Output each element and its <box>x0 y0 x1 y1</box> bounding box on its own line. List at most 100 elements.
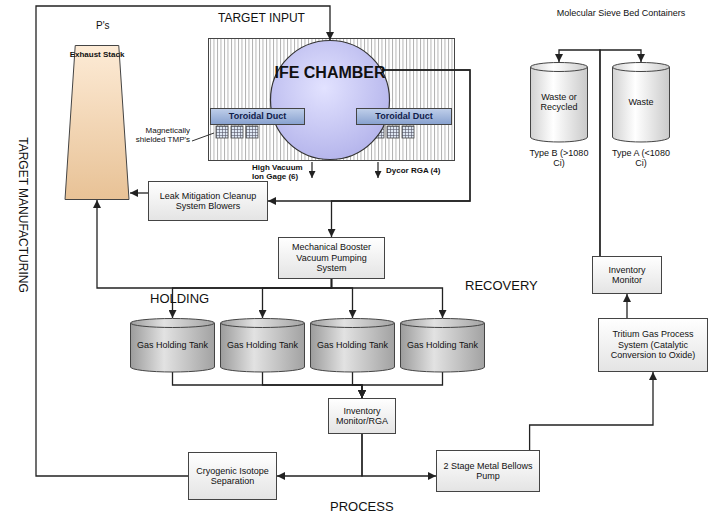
text-holder: IFE CHAMBER <box>273 64 387 82</box>
node-text: Gas Holding Tank <box>223 340 302 350</box>
process-box: 2 Stage Metal Bellows Pump <box>436 450 540 492</box>
box-outline <box>599 319 708 372</box>
text-holder: Inventory Monitor <box>595 265 659 286</box>
node-text: Mechanical Booster Vacuum Pumping System <box>281 242 382 273</box>
cylinder-body <box>311 323 395 372</box>
box-outline <box>211 109 305 125</box>
flow-connector <box>332 279 443 318</box>
process-box: Inventory Monitor/RGA <box>328 398 396 434</box>
section-label: HOLDING <box>150 292 209 307</box>
flow-label: TARGET INPUT <box>218 12 305 26</box>
cylinder-top <box>531 63 588 72</box>
text-holder: Inventory Monitor/RGA <box>331 406 393 427</box>
holding-tank: Gas Holding Tank <box>310 318 395 372</box>
text-holder: Toroidal Duct <box>213 111 302 121</box>
fragment-label: P's <box>96 20 110 32</box>
type-label: Type B (>1080 Ci) <box>527 148 591 169</box>
text-holder: Gas Holding Tank <box>313 340 392 350</box>
part-label: High Vacuum Ion Gage (6) <box>252 163 308 181</box>
flow-connector <box>362 372 443 398</box>
process-box: Cryogenic Isotope Separation <box>188 452 277 500</box>
process-box: Leak Mitigation Cleanup System Blowers <box>148 181 268 221</box>
cylinder-top <box>613 63 670 72</box>
flow-connector <box>263 372 363 398</box>
flow-connector <box>263 279 332 318</box>
node-text: Cryogenic Isotope Separation <box>191 466 274 487</box>
node-text: Toroidal Duct <box>359 111 449 121</box>
stack-outline <box>65 46 129 200</box>
sieve-bed-container: Waste <box>612 62 670 142</box>
node-text: Gas Holding Tank <box>403 340 482 350</box>
section-label: RECOVERY <box>465 279 538 294</box>
text-holder: Waste <box>615 97 667 107</box>
node-text: Inventory Monitor/RGA <box>331 406 393 427</box>
node-text: IFE CHAMBER <box>273 64 387 82</box>
cylinder-top <box>221 319 305 328</box>
text-holder: Gas Holding Tank <box>133 340 212 350</box>
cylinder-body <box>613 67 670 142</box>
node-text: Inventory Monitor <box>595 265 659 286</box>
leader-line <box>192 133 214 141</box>
process-box: Mechanical Booster Vacuum Pumping System <box>278 237 385 279</box>
cylinder-body <box>221 323 305 372</box>
cylinder-body <box>401 323 485 372</box>
text-holder: Exhaust Stack <box>67 50 127 59</box>
text-holder: 2 Stage Metal Bellows Pump <box>439 461 537 482</box>
cylinder-body <box>531 67 588 142</box>
section-label: PROCESS <box>330 500 394 515</box>
rga-arrow <box>377 162 378 178</box>
chamber-circle: IFE CHAMBER <box>270 40 390 160</box>
flow-connector <box>626 294 627 318</box>
flow-connector <box>173 372 363 398</box>
process-box: Tritium Gas Process System (Catalytic Co… <box>598 318 708 372</box>
text-holder: Cryogenic Isotope Separation <box>191 466 274 487</box>
holding-tank: Gas Holding Tank <box>400 318 485 372</box>
cylinder-top <box>131 319 215 328</box>
part-label: Magnetically shielded TMP's <box>118 126 190 144</box>
flow-connector <box>530 372 653 450</box>
cylinder-body <box>131 323 215 372</box>
box-outline <box>357 109 452 125</box>
chamber-housing <box>209 39 455 161</box>
exhaust-stack: Exhaust Stack <box>64 45 130 200</box>
text-holder: Leak Mitigation Cleanup System Blowers <box>151 191 265 212</box>
cylinder-top <box>311 319 395 328</box>
box-outline <box>279 238 385 279</box>
circle-outline <box>271 41 390 160</box>
node-text: Waste or Recycled <box>533 92 585 113</box>
node-text: Tritium Gas Process System (Catalytic Co… <box>601 329 705 360</box>
flow-connector <box>130 192 148 193</box>
text-holder: Toroidal Duct <box>359 111 449 121</box>
holding-tank: Gas Holding Tank <box>130 318 215 372</box>
box-outline <box>437 451 540 492</box>
node-text: Toroidal Duct <box>213 111 302 121</box>
text-holder: Tritium Gas Process System (Catalytic Co… <box>601 329 705 360</box>
text-holder: Gas Holding Tank <box>223 340 302 350</box>
process-box: Inventory Monitor <box>592 256 662 294</box>
flow-connector <box>362 434 436 476</box>
flow-connector <box>332 279 353 318</box>
text-holder: Gas Holding Tank <box>403 340 482 350</box>
node-text: Exhaust Stack <box>67 50 127 59</box>
node-text: 2 Stage Metal Bellows Pump <box>439 461 537 482</box>
exhaust-stack-outline <box>64 45 130 200</box>
flow-connector <box>353 372 363 398</box>
box-outline <box>593 257 662 294</box>
chamber-circle-outline <box>270 40 390 160</box>
holding-tank: Gas Holding Tank <box>220 318 305 372</box>
duct-band: Toroidal Duct <box>356 108 452 125</box>
box-outline <box>329 399 396 434</box>
box-outline <box>149 182 268 221</box>
node-text: Leak Mitigation Cleanup System Blowers <box>151 191 265 212</box>
flow-connector <box>277 434 362 476</box>
text-holder: Mechanical Booster Vacuum Pumping System <box>281 242 382 273</box>
type-label: Type A (<1080 Ci) <box>609 148 673 169</box>
node-text: Gas Holding Tank <box>133 340 212 350</box>
box-outline <box>189 453 277 500</box>
gage-arrow <box>311 162 312 178</box>
node-text: Waste <box>615 97 667 107</box>
cylinder-top <box>401 319 485 328</box>
group-label: Molecular Sieve Bed Containers <box>556 8 686 18</box>
